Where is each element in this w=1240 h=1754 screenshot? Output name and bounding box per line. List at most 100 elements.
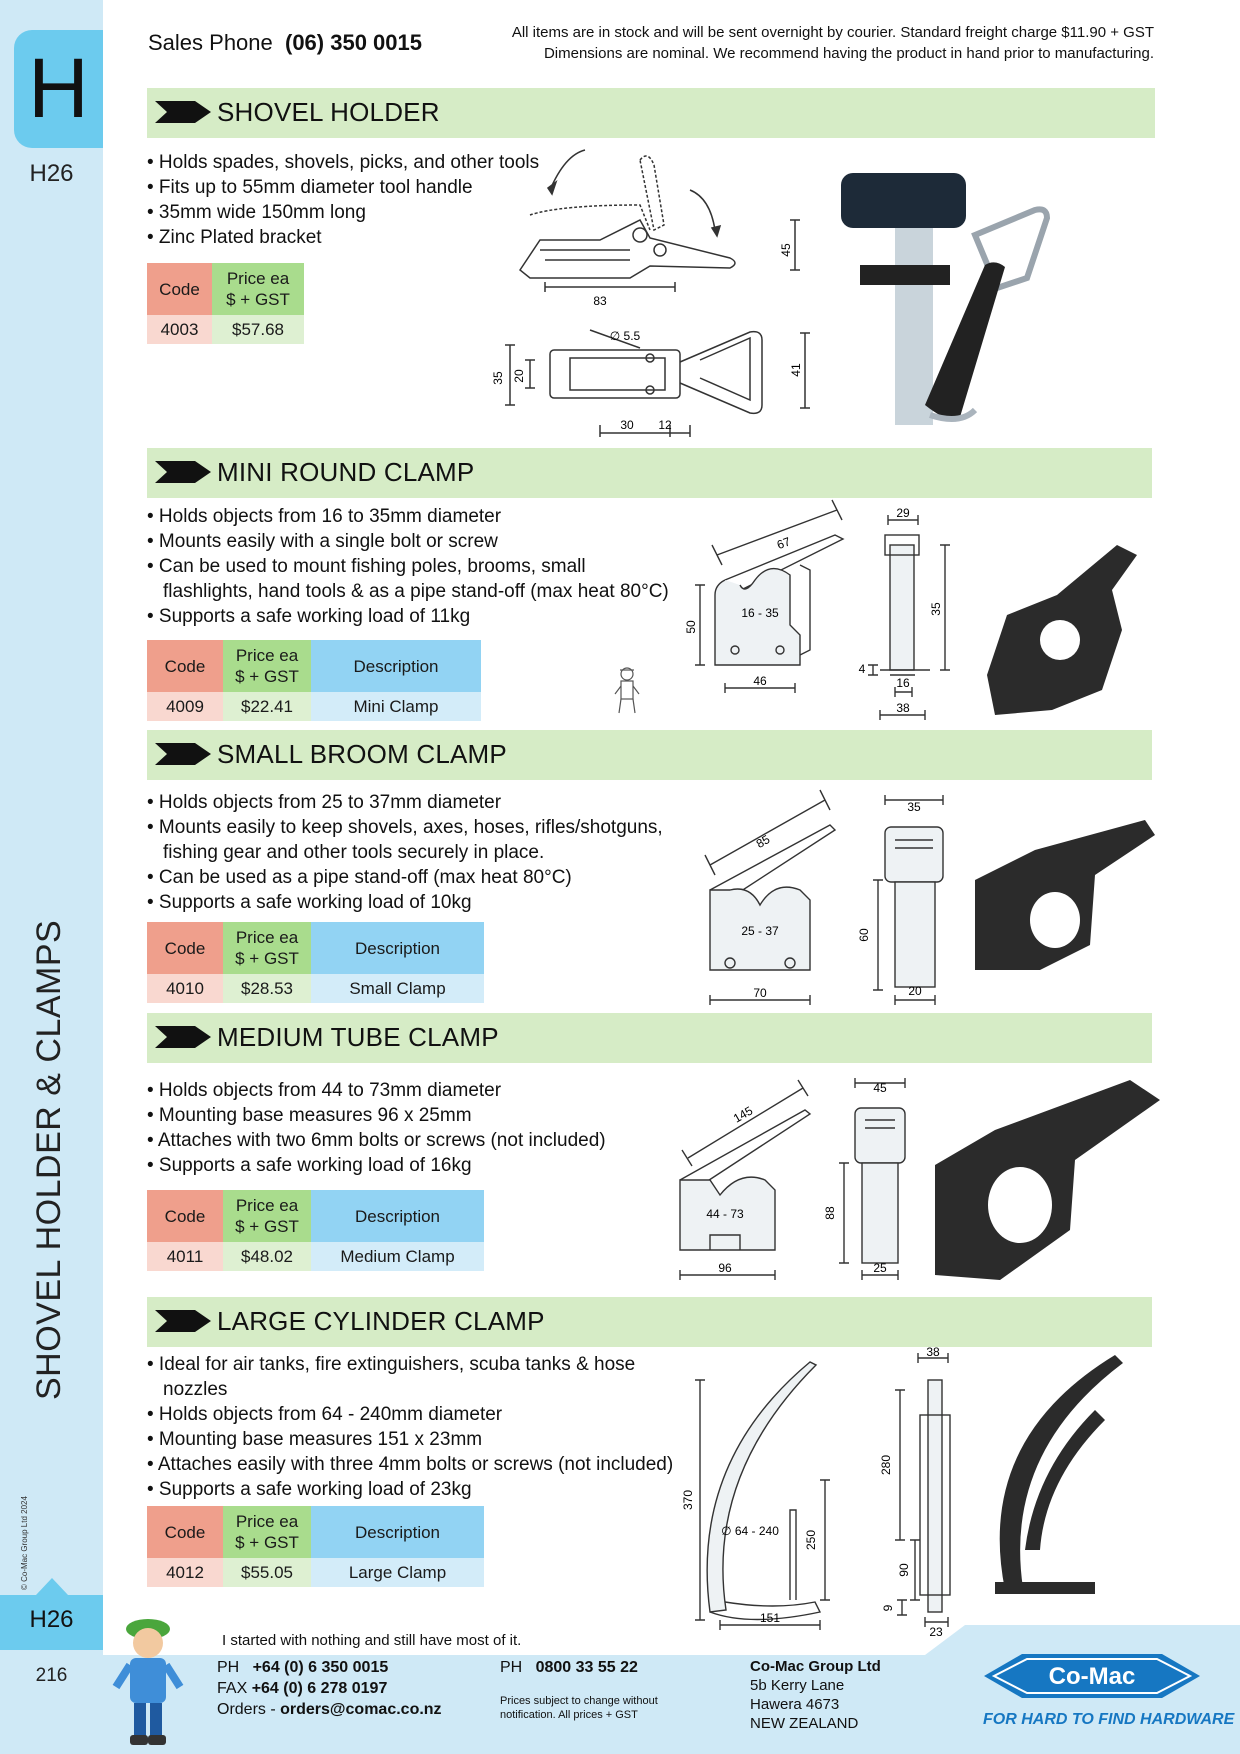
feature-item: flashlights, hand tools & as a pipe stan…: [163, 581, 669, 602]
section-tab: [14, 30, 103, 148]
product-price: $48.02: [223, 1242, 311, 1271]
phone-number[interactable]: +64 (0) 6 350 0015: [252, 1659, 389, 1676]
feature-list: • Holds objects from 25 to 37mm diameter…: [147, 790, 707, 915]
code-header: Code: [147, 922, 223, 974]
dim-height: 370: [681, 1490, 695, 1510]
dim-width: 35: [491, 371, 505, 385]
price-table: Code Price ea$ + GST 4003 $57.68: [147, 263, 304, 344]
section-band-medium-tube-clamp: MEDIUM TUBE CLAMP: [147, 1013, 1152, 1063]
large-clamp-drawing: 370 ∅ 64 - 240 250 151 38 280 90 9 23: [681, 1345, 951, 1639]
feature-item: • Fits up to 55mm diameter tool handle: [147, 177, 473, 198]
dim-base: 70: [753, 986, 767, 1000]
feature-list: • Holds objects from 16 to 35mm diameter…: [147, 504, 707, 629]
feature-item: • Supports a safe working load of 16kg: [147, 1155, 472, 1176]
product-price: $22.41: [223, 692, 311, 721]
fax-number[interactable]: +64 (0) 6 278 0197: [251, 1680, 388, 1697]
product-code: 4012: [147, 1558, 223, 1587]
fax-label: FAX: [217, 1680, 248, 1697]
code-header: Code: [147, 1506, 223, 1558]
section-arrow-icon: [155, 101, 211, 123]
comac-logo[interactable]: Co-Mac: [982, 1646, 1202, 1706]
medium-clamp-photo: [935, 1080, 1160, 1280]
section-band-large-cylinder-clamp: LARGE CYLINDER CLAMP: [147, 1297, 1152, 1347]
shipping-notice: All items are in stock and will be sent …: [440, 22, 1154, 64]
dim-foot: 23: [929, 1625, 943, 1639]
dim-side: 280: [879, 1455, 893, 1475]
section-title: SHOVEL HOLDER: [217, 97, 440, 127]
section-arrow-icon: [155, 743, 211, 765]
section-title: MINI ROUND CLAMP: [217, 457, 475, 487]
page-code-bottom: H26: [29, 1606, 74, 1633]
code-header: Code: [147, 1190, 223, 1242]
dim-top: 29: [896, 506, 910, 520]
small-clamp-photo: [975, 820, 1155, 970]
notice-line-1: All items are in stock and will be sent …: [511, 24, 1154, 41]
description-header: Description: [311, 640, 481, 692]
mini-clamp-drawing: 67 16 - 35 50 46 29 35 4 16 38: [684, 499, 950, 720]
medium-clamp-drawing: 145 44 - 73 96 45 88 25: [679, 1078, 906, 1280]
price-note-line-2: notification. All prices + GST: [500, 1709, 638, 1721]
bottom-tab-notch: [36, 1578, 68, 1595]
dim-strap: 67: [775, 534, 793, 552]
price-table: Code Price ea$ + GST Description 4010 $2…: [147, 922, 484, 1003]
dim-range: 44 - 73: [706, 1207, 744, 1221]
feature-item: • Mounts easily to keep shovels, axes, h…: [147, 817, 663, 838]
price-table: Code Price ea$ + GST Description 4009 $2…: [147, 640, 481, 721]
dim-length: 83: [593, 294, 607, 308]
dim-inner: 20: [512, 369, 526, 383]
dim-top: 35: [907, 800, 921, 814]
feature-item: • Holds objects from 25 to 37mm diameter: [147, 792, 502, 813]
feature-item: • Holds objects from 44 to 73mm diameter: [147, 1080, 502, 1101]
price-header: Price ea$ + GST: [223, 1190, 311, 1242]
address-line-3: NEW ZEALAND: [750, 1715, 859, 1732]
dim-foot: 16: [896, 676, 910, 690]
product-price: $28.53: [223, 974, 311, 1003]
price-header: Price ea$ + GST: [212, 263, 304, 315]
page-code-top: H26: [29, 160, 74, 187]
description-header: Description: [311, 1506, 484, 1558]
shovel-holder-photo: [841, 173, 1051, 425]
dim-base: 96: [718, 1261, 732, 1275]
feature-item: • Holds spades, shovels, picks, and othe…: [147, 152, 540, 173]
copyright: © Co-Mac Group Ltd 2024: [20, 1496, 29, 1590]
dim-thick: 9: [881, 1604, 895, 1611]
address-line-2: Hawera 4673: [750, 1696, 840, 1713]
dim-strap: 85: [754, 832, 773, 851]
orders-label: Orders -: [217, 1701, 276, 1718]
page-number: 216: [35, 1665, 68, 1686]
dim-top: 38: [926, 1345, 940, 1359]
tagline: FOR HARD TO FIND HARDWARE: [983, 1711, 1235, 1728]
dim-depth: 38: [896, 701, 910, 715]
product-code: 4003: [147, 315, 212, 344]
dim-foot: 20: [908, 984, 922, 998]
dim-height: 50: [684, 620, 698, 634]
feature-item: • Supports a safe working load of 11kg: [147, 606, 471, 627]
product-description: Large Clamp: [311, 1558, 484, 1587]
bottom-tab: [0, 1595, 103, 1650]
dim-base: 151: [760, 1611, 780, 1625]
dim-base: 46: [753, 674, 767, 688]
dim-strap: 145: [731, 1103, 756, 1125]
orders-email[interactable]: orders@comac.co.nz: [280, 1701, 442, 1718]
sales-number[interactable]: (06) 350 0015: [285, 30, 422, 55]
description-header: Description: [311, 1190, 484, 1242]
dim-range: ∅ 64 - 240: [721, 1524, 779, 1538]
feature-item: • Can be used to mount fishing poles, br…: [147, 556, 586, 577]
feature-item: • Mounts easily with a single bolt or sc…: [147, 531, 498, 552]
feature-item: • Supports a safe working load of 23kg: [147, 1479, 472, 1500]
mascot-icon: [112, 1619, 184, 1745]
price-note-line-1: Prices subject to change without: [500, 1695, 658, 1707]
small-clamp-drawing: 85 25 - 37 70 35 60 20: [704, 789, 944, 1005]
freephone-number[interactable]: 0800 33 55 22: [535, 1659, 638, 1676]
footer-quote: I started with nothing and still have mo…: [222, 1632, 522, 1649]
product-description: Medium Clamp: [311, 1242, 484, 1271]
ph-label: PH: [217, 1659, 240, 1676]
dim-foot: 25: [873, 1261, 887, 1275]
feature-list: • Ideal for air tanks, fire extinguisher…: [147, 1352, 687, 1502]
dim-inner: 250: [804, 1530, 818, 1550]
section-arrow-icon: [155, 461, 211, 483]
product-price: $55.05: [223, 1558, 311, 1587]
section-title: LARGE CYLINDER CLAMP: [217, 1306, 545, 1336]
feature-item: • Holds objects from 64 - 240mm diameter: [147, 1404, 503, 1425]
dim-side: 88: [823, 1206, 837, 1220]
